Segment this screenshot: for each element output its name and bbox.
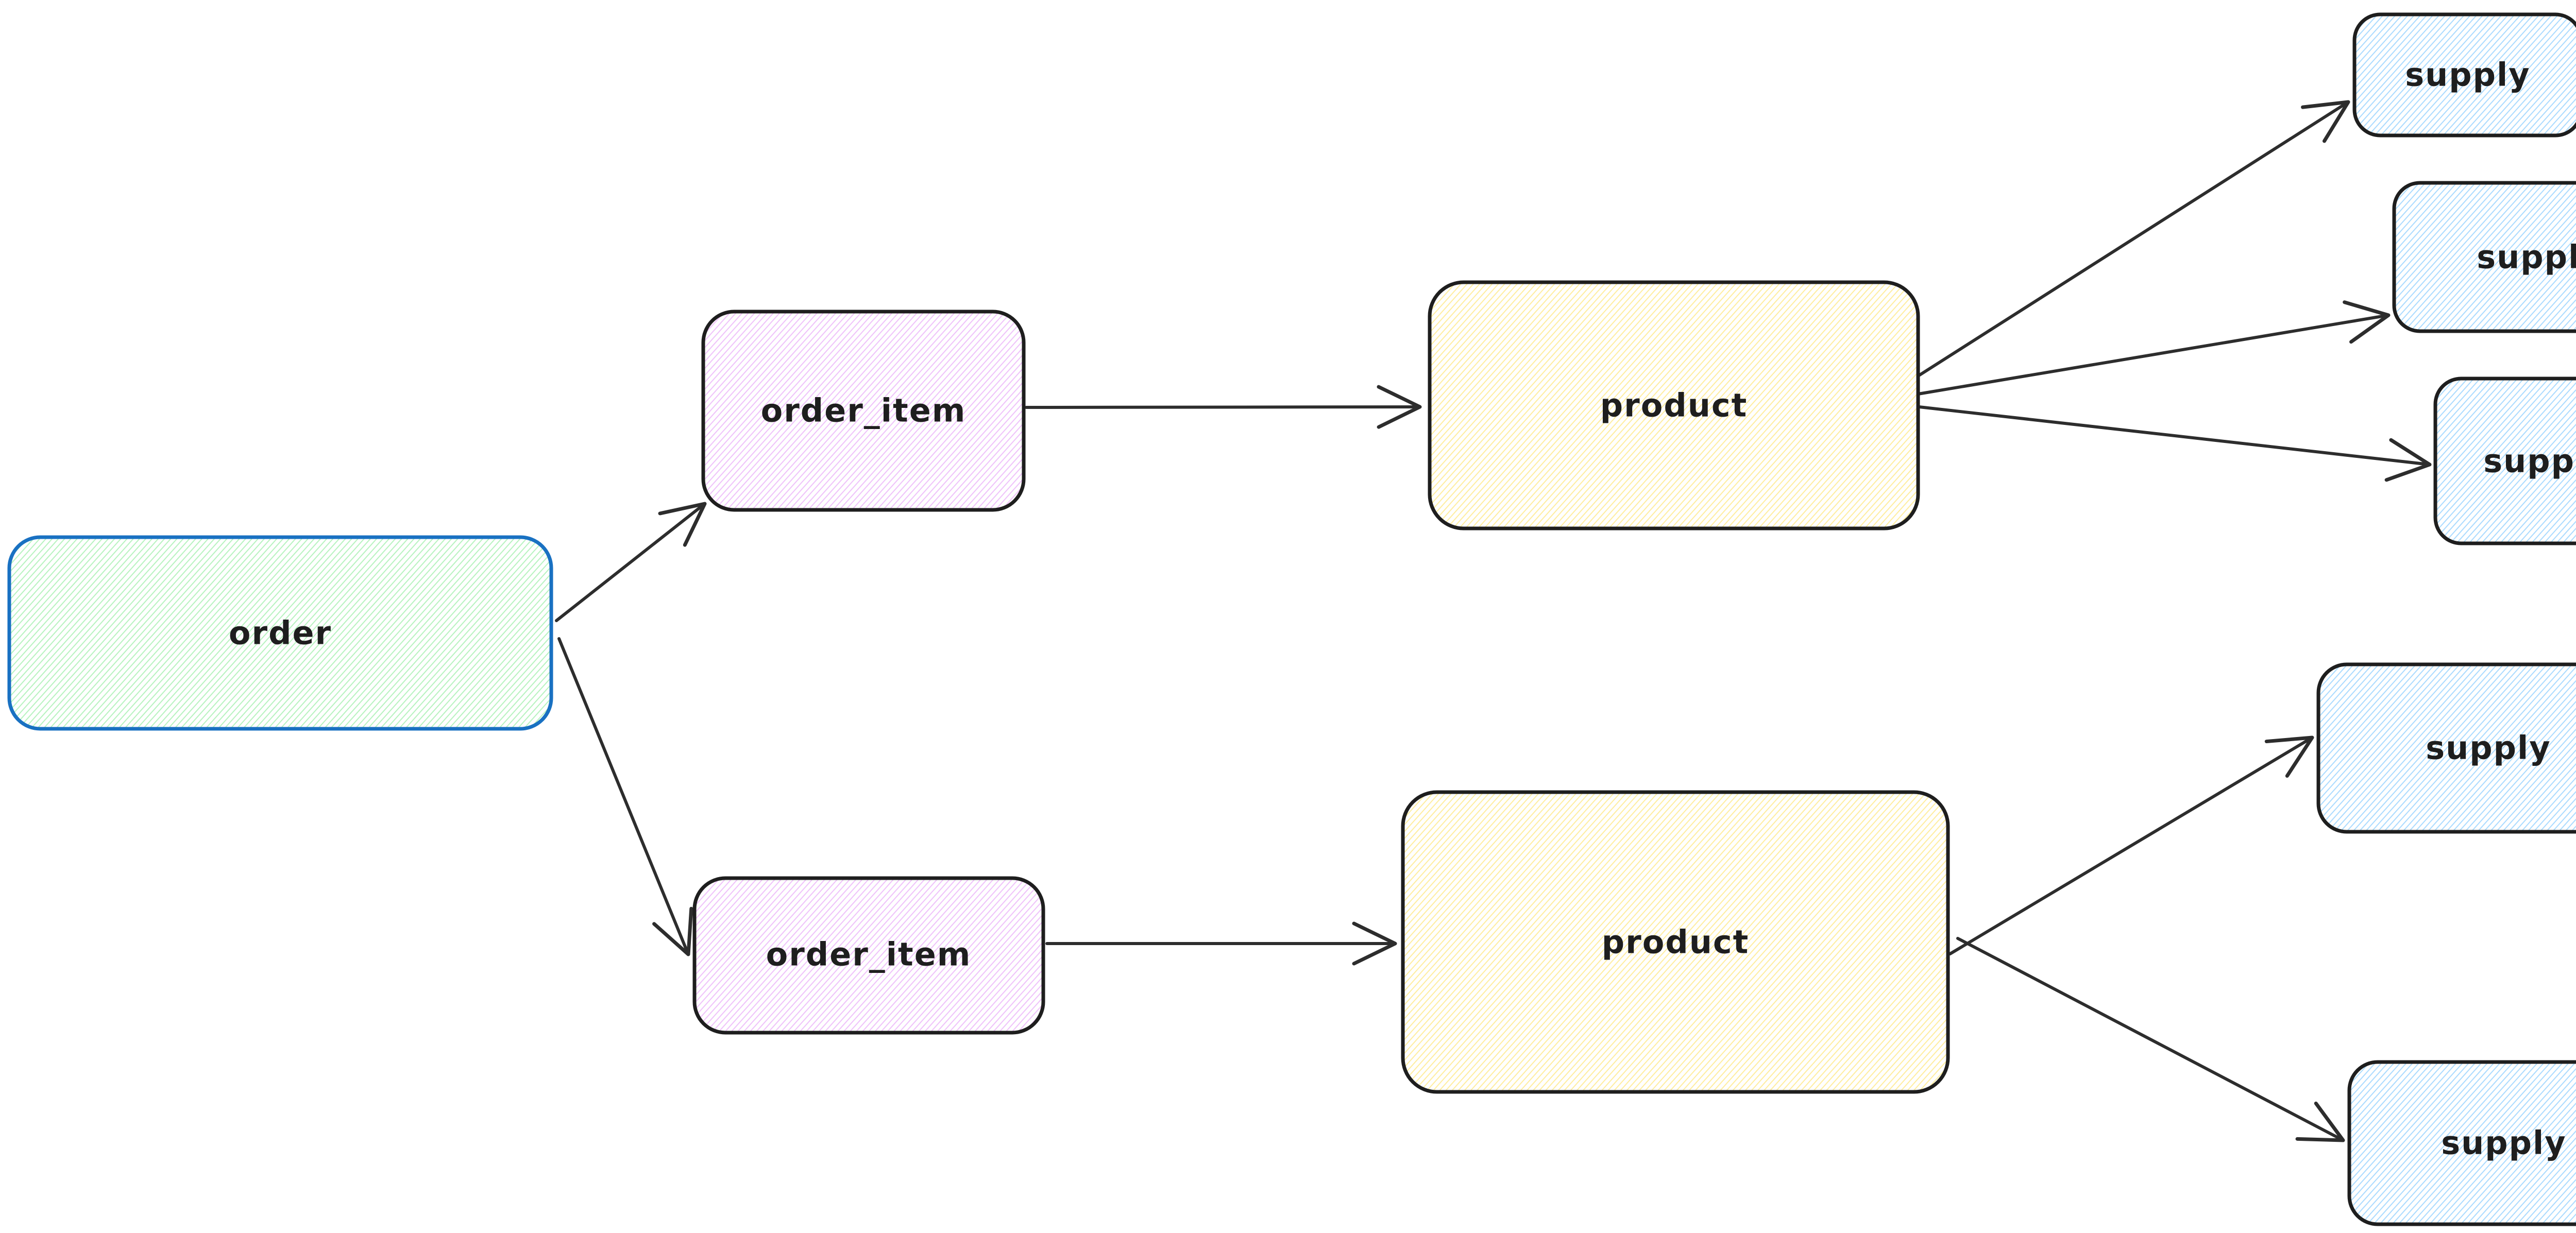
product-top-box [1428,280,1920,530]
edge-product-top-to-supply-top-3[interactable] [1918,405,2432,482]
arrow-line [1956,937,2345,1142]
edge-order-to-order-item-top[interactable] [555,502,707,622]
arrow-line [555,502,707,622]
arrow-line [1918,405,2432,482]
supply-bottom-1-label: supply [2426,729,2551,767]
arrow-line [1917,100,2350,378]
node-product-bottom[interactable]: product [1401,790,1950,1094]
edge-product-bottom-to-supply-bottom-2[interactable] [1956,937,2345,1142]
edge-product-bottom-to-supply-bottom-1[interactable] [1948,735,2314,955]
nodes-layer: order order_item order_item product prod… [7,12,2576,1226]
edge-product-top-to-supply-top-1[interactable] [1917,100,2350,378]
product-top-label: product [1600,387,1748,424]
arrow-line [557,637,693,956]
arrow-line [1948,735,2314,955]
supply-top-1-label: supply [2405,56,2530,94]
order-item-bottom-label: order_item [766,936,972,973]
order-item-bottom-box [692,876,1045,1035]
node-supply-bottom-1[interactable]: supply [2316,662,2576,834]
product-bottom-label: product [1602,923,1749,961]
order-item-top-box [701,310,1026,512]
edges-layer [555,100,2432,1142]
supply-bottom-2-box [2347,1060,2576,1226]
product-bottom-box [1401,790,1950,1094]
order-label: order [229,614,332,652]
node-supply-bottom-2[interactable]: supply [2347,1060,2576,1226]
node-supply-top-2[interactable]: supply [2392,181,2576,333]
edge-product-top-to-supply-top-2[interactable] [1917,300,2391,396]
node-product-top[interactable]: product [1428,280,1920,530]
node-supply-top-1[interactable]: supply [2352,12,2576,138]
supply-top-2-label: supply [2477,238,2576,276]
supply-bottom-1-box [2316,662,2576,834]
supply-top-3-box [2433,376,2576,545]
supply-top-3-label: supply [2483,442,2576,480]
order-item-top-label: order_item [761,392,967,430]
node-order-item-top[interactable]: order_item [701,310,1026,512]
edge-order-to-order-item-bottom[interactable] [557,637,693,956]
supply-bottom-2-label: supply [2441,1124,2566,1162]
node-order-item-bottom[interactable]: order_item [692,876,1045,1035]
supply-top-2-box [2392,181,2576,333]
node-order[interactable]: order [7,535,553,731]
supply-top-1-box [2352,12,2576,138]
order-box [7,535,553,731]
arrow-line [1917,300,2391,396]
node-supply-top-3[interactable]: supply [2433,376,2576,545]
